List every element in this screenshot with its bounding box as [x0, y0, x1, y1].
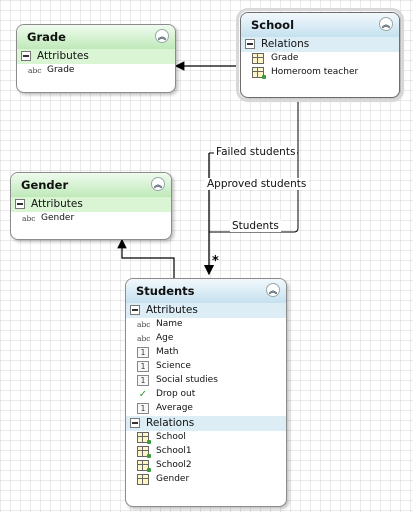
entity-gender[interactable]: Gender ︽ Attributes abc Gender	[10, 172, 172, 240]
attribute-row[interactable]: abc Name	[126, 318, 286, 332]
attribute-label: Social studies	[156, 375, 218, 385]
number-type-icon: 1	[137, 347, 149, 358]
number-type-icon: 1	[137, 403, 149, 414]
table-collection-icon	[252, 67, 266, 79]
double-chevron-up-icon[interactable]: ︽	[155, 29, 169, 43]
relation-row[interactable]: School	[126, 431, 286, 445]
attribute-label: Name	[156, 319, 183, 329]
attribute-row[interactable]: abc Gender	[11, 212, 171, 226]
approved-students-label: Approved students	[205, 178, 309, 190]
table-icon	[252, 53, 264, 64]
abc-type-icon: abc	[28, 66, 42, 75]
minus-box-icon[interactable]	[130, 305, 140, 315]
relation-row[interactable]: School2	[126, 459, 286, 473]
attribute-label: Gender	[41, 213, 75, 223]
table-icon	[137, 474, 149, 485]
double-chevron-up-icon[interactable]: ︽	[379, 17, 393, 31]
table-collection-icon	[137, 446, 151, 458]
table-collection-icon	[137, 460, 151, 472]
attribute-label: Drop out	[156, 389, 196, 399]
section-label: Attributes	[31, 198, 83, 210]
number-type-icon: 1	[137, 375, 149, 386]
attributes-section[interactable]: Attributes	[17, 49, 175, 64]
entity-title: Students	[136, 284, 195, 298]
entity-title: School	[251, 18, 295, 32]
entity-title: Grade	[27, 30, 66, 44]
minus-box-icon[interactable]	[15, 199, 25, 209]
relations-section[interactable]: Relations	[126, 416, 286, 431]
checkmark-icon: ✓	[138, 389, 148, 400]
attribute-row[interactable]: 1 Science	[126, 360, 286, 374]
students-connector-label: Students	[230, 220, 281, 232]
table-collection-icon	[137, 432, 151, 444]
double-chevron-up-icon[interactable]: ︽	[266, 283, 280, 297]
attribute-row[interactable]: ✓ Drop out	[126, 388, 286, 402]
attribute-row[interactable]: 1 Average	[126, 402, 286, 416]
students-gender-connector	[117, 238, 175, 278]
relation-label: School2	[156, 460, 192, 470]
relation-row[interactable]: School1	[126, 445, 286, 459]
relation-label: Homeroom teacher	[271, 67, 359, 77]
minus-box-icon[interactable]	[21, 51, 31, 61]
abc-type-icon: abc	[137, 320, 151, 329]
attributes-section[interactable]: Attributes	[11, 197, 171, 212]
minus-box-icon[interactable]	[245, 39, 255, 49]
entity-school[interactable]: School ︽ Relations Grade Homeroom teache…	[236, 8, 404, 102]
entity-students[interactable]: Students ︽ Attributes abc Name abc Age 1…	[125, 278, 287, 507]
relation-label: School1	[156, 446, 192, 456]
attribute-row[interactable]: 1 Social studies	[126, 374, 286, 388]
attributes-section[interactable]: Attributes	[126, 303, 286, 318]
relation-label: School	[156, 432, 186, 442]
attribute-label: Average	[156, 403, 193, 413]
relation-label: Grade	[271, 53, 299, 63]
section-label: Relations	[146, 417, 195, 429]
relation-row[interactable]: Gender	[126, 473, 286, 487]
entity-grade[interactable]: Grade ︽ Attributes abc Grade	[16, 24, 176, 93]
attribute-row[interactable]: abc Grade	[17, 64, 175, 78]
attribute-label: Math	[156, 347, 179, 357]
entity-header[interactable]: Gender ︽	[11, 173, 171, 197]
minus-box-icon[interactable]	[130, 418, 140, 428]
entity-header[interactable]: Students ︽	[126, 279, 286, 303]
failed-students-label: Failed students	[214, 146, 298, 158]
relation-row[interactable]: Grade	[241, 52, 399, 66]
attribute-row[interactable]: 1 Math	[126, 346, 286, 360]
number-type-icon: 1	[137, 361, 149, 372]
attribute-row[interactable]: abc Age	[126, 332, 286, 346]
abc-type-icon: abc	[22, 214, 36, 223]
section-label: Relations	[261, 38, 310, 50]
double-chevron-up-icon[interactable]: ︽	[151, 177, 165, 191]
entity-title: Gender	[21, 178, 69, 192]
entity-header[interactable]: Grade ︽	[17, 25, 175, 49]
section-label: Attributes	[37, 50, 89, 62]
attribute-label: Grade	[47, 65, 75, 75]
entity-header[interactable]: School ︽	[241, 13, 399, 37]
multiplicity-marker: *	[212, 254, 219, 269]
section-label: Attributes	[146, 304, 198, 316]
abc-type-icon: abc	[137, 334, 151, 343]
relations-section[interactable]: Relations	[241, 37, 399, 52]
attribute-label: Age	[156, 333, 174, 343]
attribute-label: Science	[156, 361, 191, 371]
relation-label: Gender	[156, 474, 190, 484]
relation-row[interactable]: Homeroom teacher	[241, 66, 399, 80]
